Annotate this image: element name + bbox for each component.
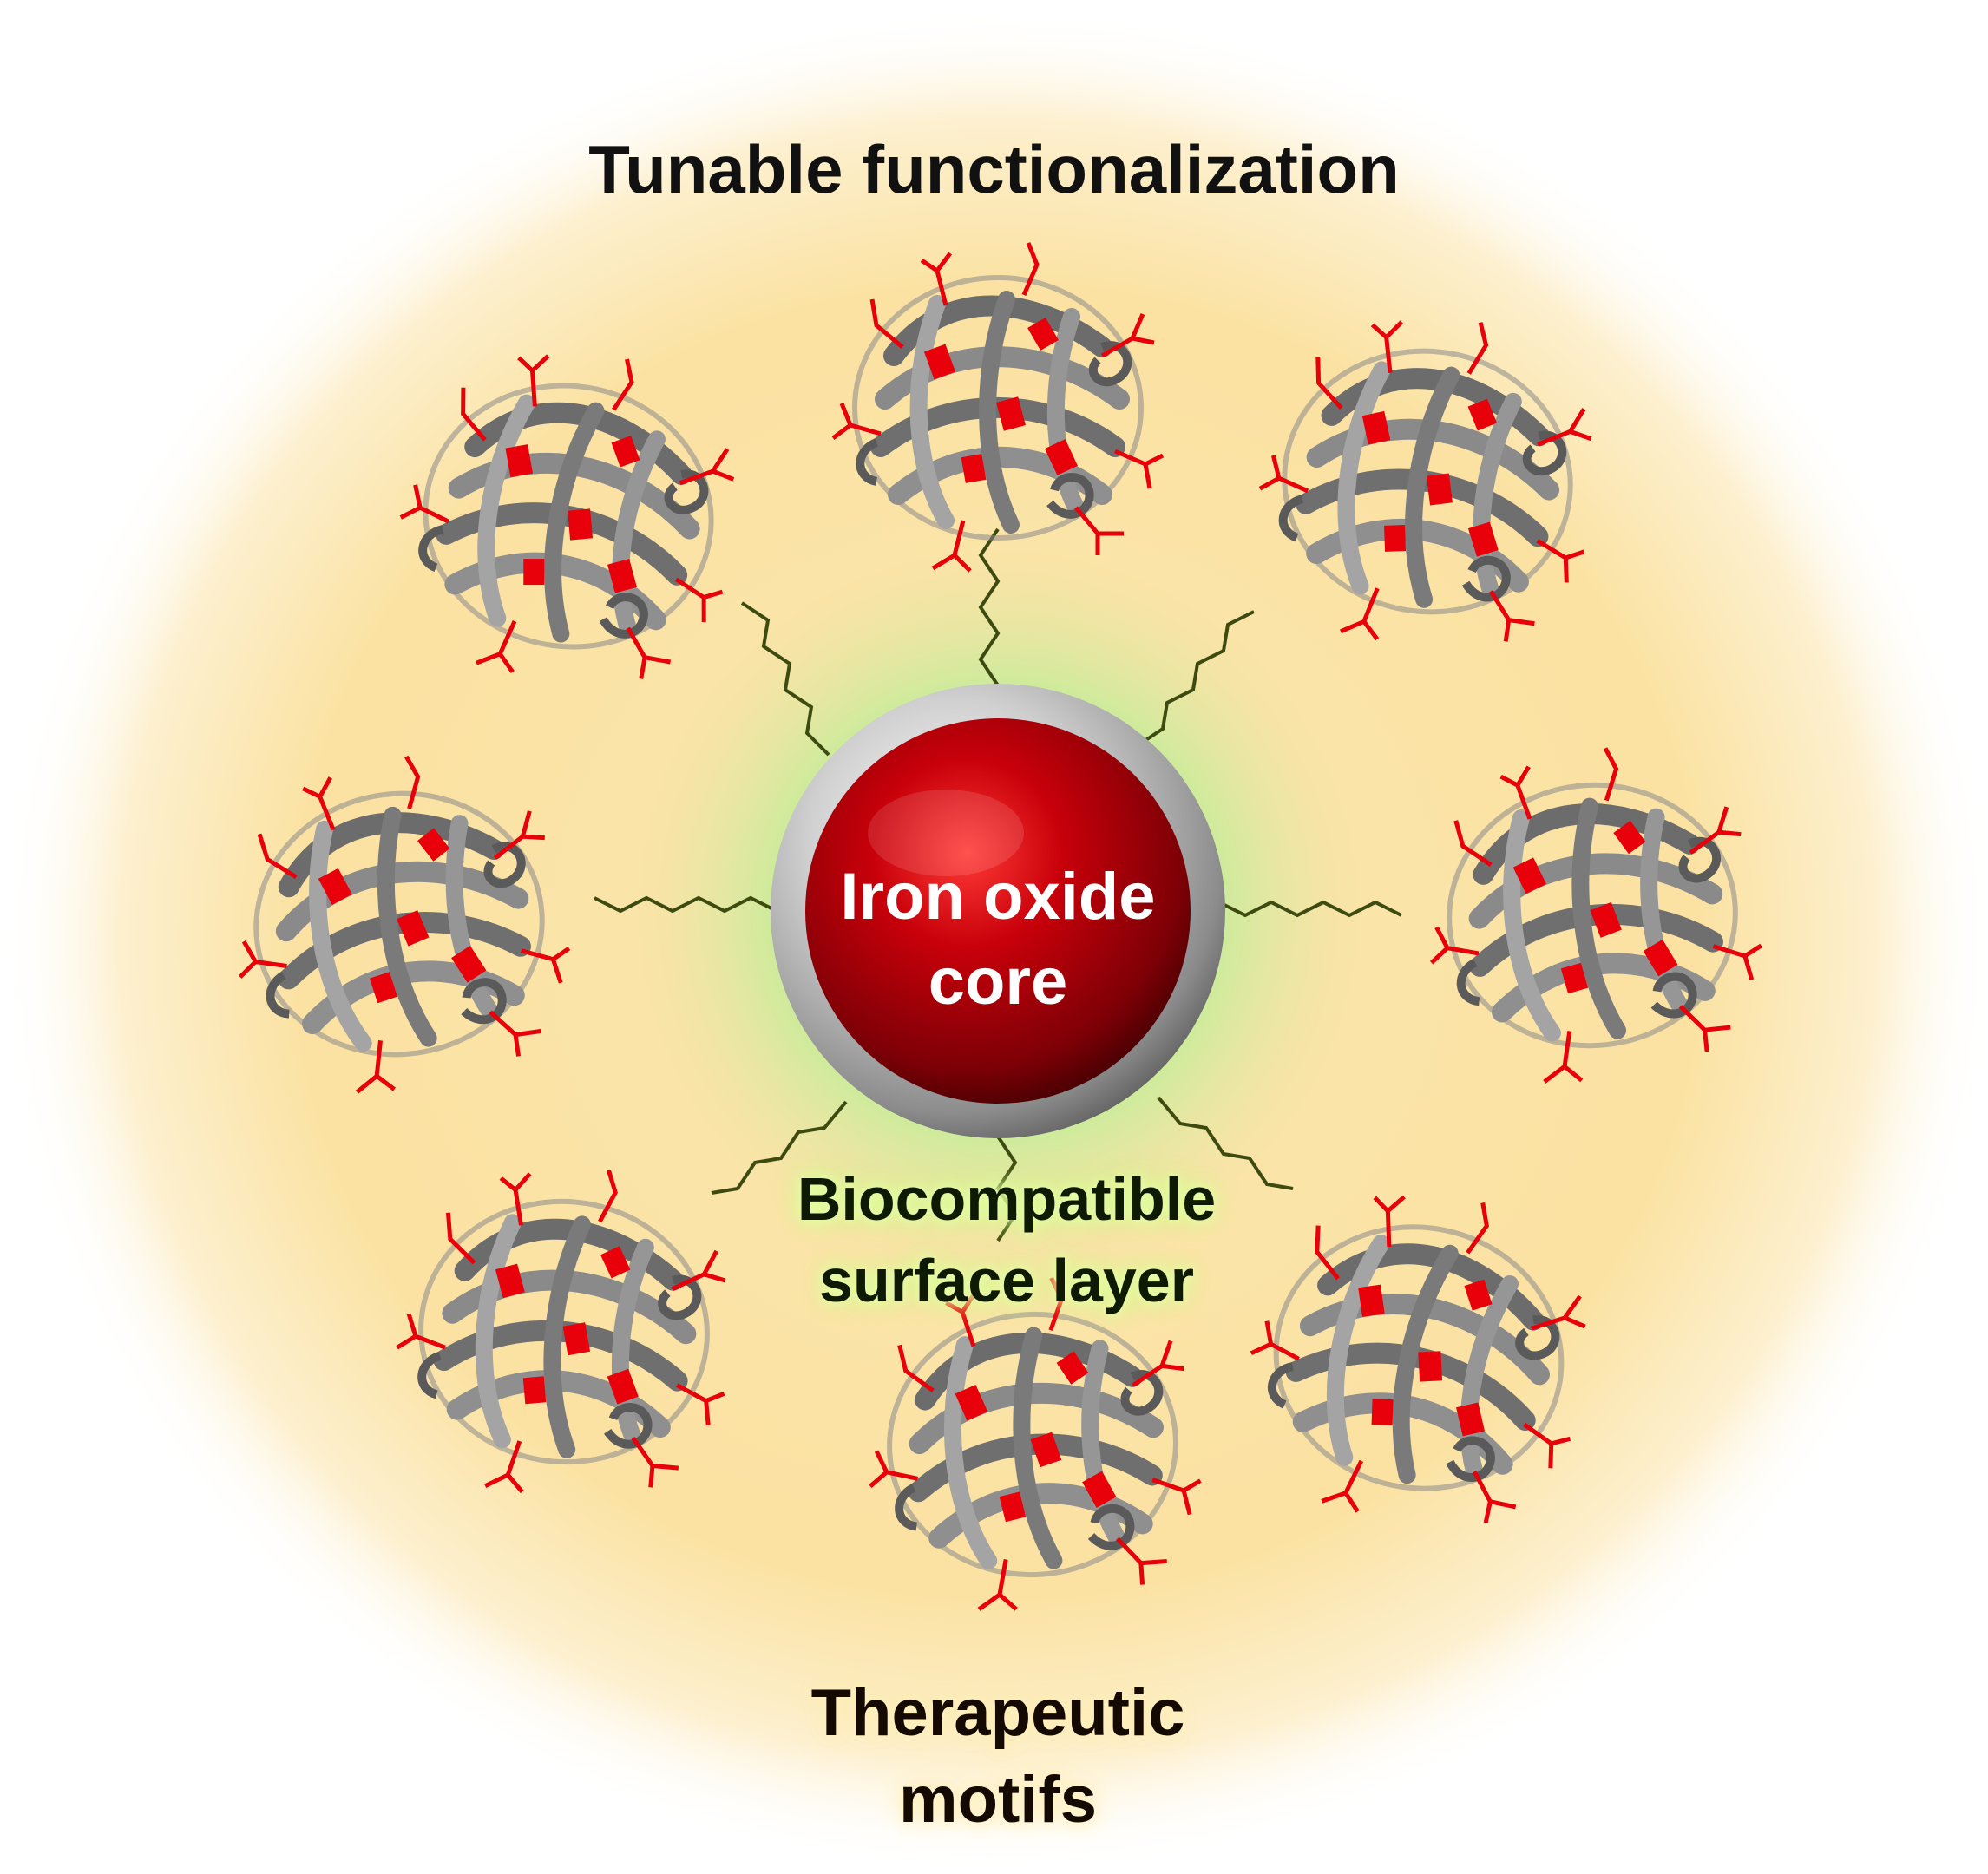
core-label-line2: core <box>928 945 1068 1019</box>
surface-layer-label: Biocompatible surface layer <box>712 1158 1302 1321</box>
linker-top-left <box>740 601 830 757</box>
core-label-line1: Iron oxide <box>840 860 1156 934</box>
linker-right <box>1218 900 1402 918</box>
core-label: Iron oxide core <box>764 855 1232 1025</box>
linkers <box>594 527 1402 1242</box>
linker-left <box>594 895 777 914</box>
red-sphere-icon <box>805 718 1191 1104</box>
linker-bottom <box>995 1135 1018 1242</box>
linker-bottom-right <box>1157 1096 1294 1190</box>
linker-bottom-left <box>711 1100 848 1195</box>
surface-label-line2: surface layer <box>819 1247 1194 1314</box>
motif-label-line1: Therapeutic <box>810 1676 1185 1750</box>
surface-label-line1: Biocompatible <box>797 1165 1217 1233</box>
motif-label-line2: motifs <box>899 1763 1097 1837</box>
title-label: Tunable functionalization <box>588 131 1400 207</box>
therapeutic-motifs-label: Therapeutic motifs <box>694 1670 1302 1844</box>
linker-top <box>978 527 1001 687</box>
linker-top-right <box>1135 610 1255 748</box>
